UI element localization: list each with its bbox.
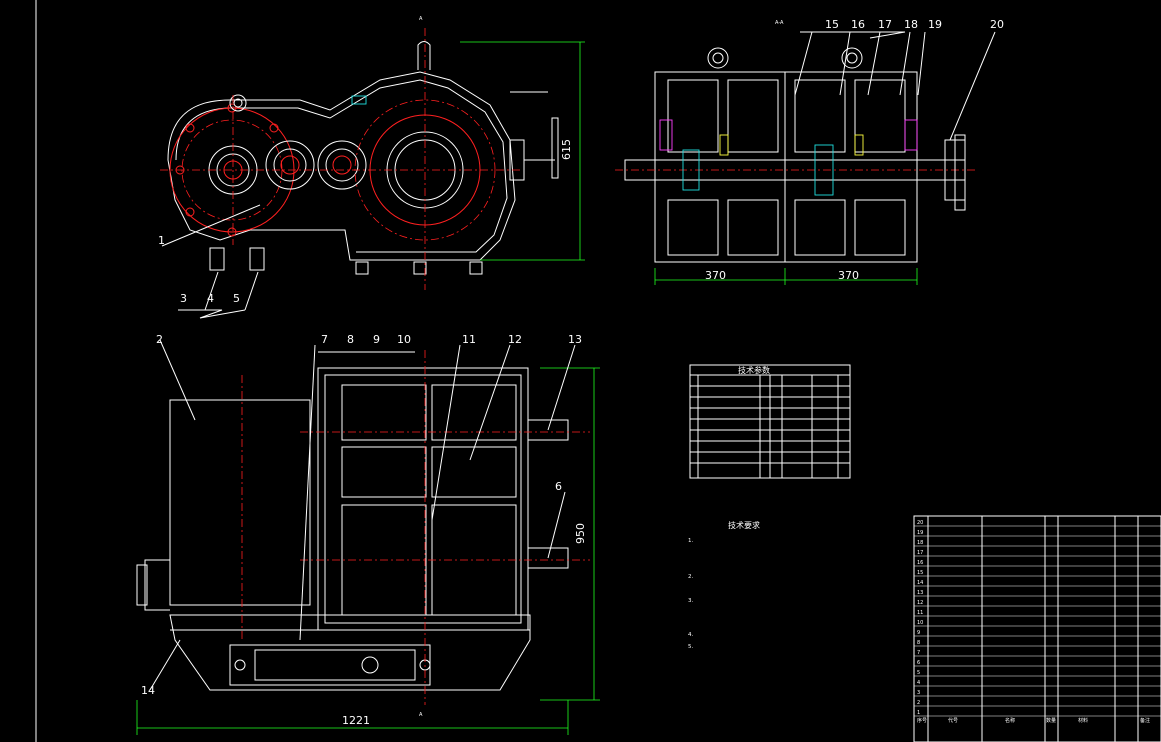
tech-note-line: 4.	[688, 632, 693, 638]
part-number-label: 7	[321, 333, 328, 346]
section-view-aa	[615, 31, 996, 285]
bom-row-number: 10	[917, 620, 923, 626]
tech-note-line: 5.	[688, 644, 693, 650]
bom-header-cell: 代号	[948, 717, 958, 724]
part-number-label: 17	[878, 18, 892, 31]
bom-row-number: 13	[917, 590, 923, 596]
bom-row-number: 6	[917, 660, 920, 666]
part-number-label: 15	[825, 18, 839, 31]
part-number-label: 10	[397, 333, 411, 346]
front-view-gearbox	[160, 28, 585, 319]
part-number-label: 4	[207, 292, 214, 305]
part-number-label: 19	[928, 18, 942, 31]
bom-header-cell: 序号	[917, 717, 927, 724]
bom-row-number: 2	[917, 700, 920, 706]
bom-rows: 20 19 18 17 16 15 14 13 12 11 10 9 8 7 6 5 4 3 2 1	[914, 520, 1161, 717]
bom-header-cell: 材料	[1078, 717, 1088, 724]
part-number-label: 2	[156, 333, 163, 346]
part-number-label: 6	[555, 480, 562, 493]
dimension-height-side: 950	[574, 523, 587, 544]
part-number-label: 8	[347, 333, 354, 346]
part-number-label: 5	[233, 292, 240, 305]
tech-notes-title: 技术要求	[728, 520, 760, 530]
bom-row-number: 20	[917, 520, 923, 526]
bom-header-cell: 名称	[1005, 717, 1015, 724]
section-mark: A	[419, 16, 423, 22]
bom-row-number: 11	[917, 610, 923, 616]
part-number-label: 16	[851, 18, 865, 31]
tech-note-line: 1.	[688, 538, 693, 544]
part-number-label: 13	[568, 333, 582, 346]
section-mark: A	[419, 712, 423, 718]
bom-row-number: 17	[917, 550, 923, 556]
bom-row-number: 9	[917, 630, 920, 636]
dimension-width-side: 1221	[342, 714, 370, 727]
dimension-width-right: 370	[838, 269, 859, 282]
spec-table-title: 技术参数	[738, 365, 770, 375]
spec-table-lines	[689, 364, 851, 479]
part-number-label: 12	[508, 333, 522, 346]
part-number-label: 3	[180, 292, 187, 305]
bom-row-number: 15	[917, 570, 923, 576]
bom-row-number: 14	[917, 580, 923, 586]
part-number-label: 14	[141, 684, 155, 697]
bom-row-number: 3	[917, 690, 920, 696]
section-label: A-A	[775, 20, 784, 26]
dimension-width-left: 370	[705, 269, 726, 282]
dimension-height-top: 615	[560, 139, 573, 160]
part-number-label: 20	[990, 18, 1004, 31]
bom-row-number: 4	[917, 680, 920, 686]
bom-row-number: 18	[917, 540, 923, 546]
tech-note-line: 2.	[688, 574, 693, 580]
part-number-label: 11	[462, 333, 476, 346]
side-view-assembly	[136, 339, 600, 735]
part-number-label: 18	[904, 18, 918, 31]
bom-row-number: 16	[917, 560, 923, 566]
bom-row-number: 5	[917, 670, 920, 676]
part-number-label: 9	[373, 333, 380, 346]
bom-row-number: 7	[917, 650, 920, 656]
bom-row-number: 1	[917, 710, 920, 716]
bom-row-number: 12	[917, 600, 923, 606]
part-number-label: 1	[158, 234, 165, 247]
bom-header-cell: 备注	[1140, 717, 1150, 724]
bom-header-cell: 数量	[1046, 717, 1056, 724]
bom-table-lines	[913, 515, 1161, 742]
bom-row-number: 8	[917, 640, 920, 646]
bom-row-number: 19	[917, 530, 923, 536]
tech-note-line: 3.	[688, 598, 693, 604]
